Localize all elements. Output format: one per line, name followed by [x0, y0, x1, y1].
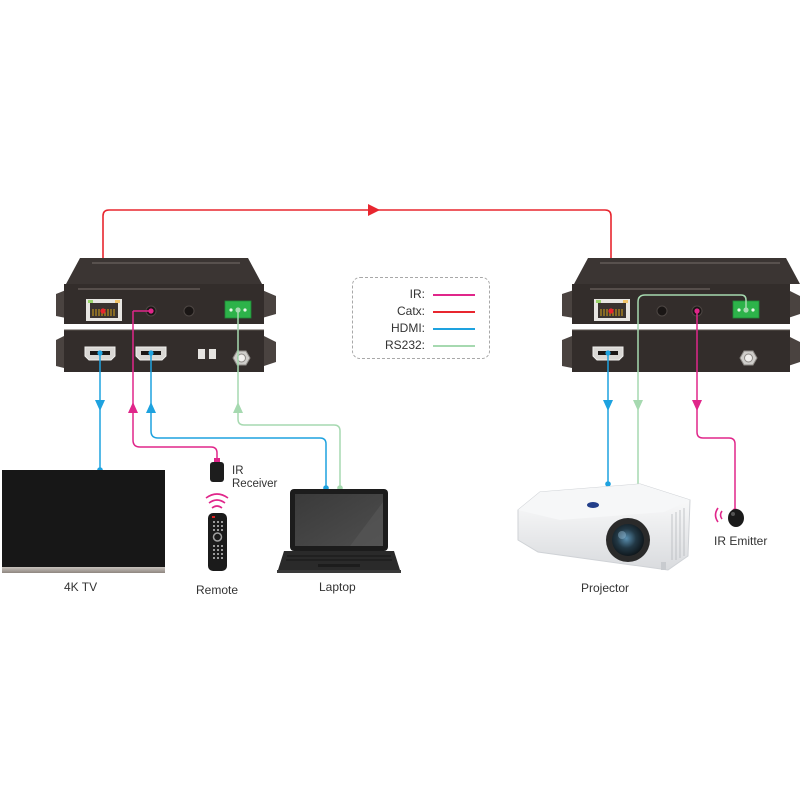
remote-device: [205, 493, 229, 571]
legend-swatch: [433, 345, 475, 347]
laptop-label: Laptop: [319, 580, 356, 594]
rs232-up-arrow-icon: [233, 402, 243, 413]
tv-label: 4K TV: [64, 580, 98, 594]
ir-receiver-label: IR Receiver: [232, 465, 277, 491]
ir-out-jack[interactable]: [183, 305, 195, 317]
ir-emitter-device: [714, 507, 744, 527]
legend-label: IR:: [409, 287, 425, 301]
ir-emitter-label: IR Emitter: [714, 534, 768, 548]
projector-logo: [587, 502, 599, 508]
dc-power-jack[interactable]: [739, 350, 758, 366]
mode-switch[interactable]: [198, 349, 216, 359]
laptop-device: [277, 489, 401, 573]
rs232-down-arrow-icon: [633, 400, 643, 411]
ir-signal-wave-icon: [205, 493, 229, 499]
legend-label: HDMI:: [391, 321, 425, 335]
ir-in-jack[interactable]: [656, 305, 668, 317]
dc-power-jack[interactable]: [232, 350, 251, 366]
legend-label: RS232:: [384, 338, 425, 352]
rs232-cable-to-projector: [633, 294, 749, 490]
legend-swatch: [433, 328, 475, 330]
projector-device: [517, 483, 691, 571]
legend-item-rs232: RS232:: [353, 338, 489, 352]
catx-endpoint-dot: [608, 308, 614, 314]
ir-receiver-body: [210, 462, 224, 482]
hdmi-down-arrow-icon: [603, 400, 613, 411]
legend-swatch: [433, 311, 475, 313]
ir-signal-wave-icon: [714, 507, 719, 523]
legend-swatch: [433, 294, 475, 296]
ir-receiver-label-line2: Receiver: [232, 478, 278, 490]
legend-label: Catx:: [396, 304, 425, 318]
remote-body: [208, 513, 227, 571]
tv-screen: [2, 470, 165, 567]
ir-down-arrow-icon: [692, 400, 702, 411]
legend-item-catx: Catx:: [353, 304, 489, 318]
ir-receiver-label-line1: IR: [232, 465, 244, 477]
transmitter-unit: [56, 258, 276, 372]
catx-endpoint-dot: [100, 308, 106, 314]
laptop-keyboard-deck: [278, 551, 400, 570]
hdmi-down-arrow-icon: [95, 400, 105, 411]
hdmi-cable-from-laptop: [146, 350, 329, 491]
projector-lens: [612, 524, 644, 556]
tv-device: [2, 470, 165, 573]
catx-arrow-icon: [368, 204, 380, 216]
legend-item-hdmi: HDMI:: [353, 321, 489, 335]
legend-item-ir: IR:: [353, 287, 489, 301]
hdmi-cable-to-projector: [603, 350, 613, 487]
hdmi-up-arrow-icon: [146, 402, 156, 413]
ir-up-arrow-icon: [128, 402, 138, 413]
receiver-unit: [562, 258, 800, 372]
ir-cable-from-receiver: [128, 308, 220, 463]
ir-emitter-body: [728, 509, 744, 527]
receiver-lid: [574, 258, 800, 284]
transmitter-lid: [66, 258, 262, 284]
legend: IR: Catx: HDMI: RS232:: [352, 277, 490, 359]
ir-receiver-device: [210, 462, 224, 482]
projector-label: Projector: [581, 581, 630, 595]
catx-cable: [102, 204, 612, 300]
remote-label: Remote: [196, 583, 239, 597]
